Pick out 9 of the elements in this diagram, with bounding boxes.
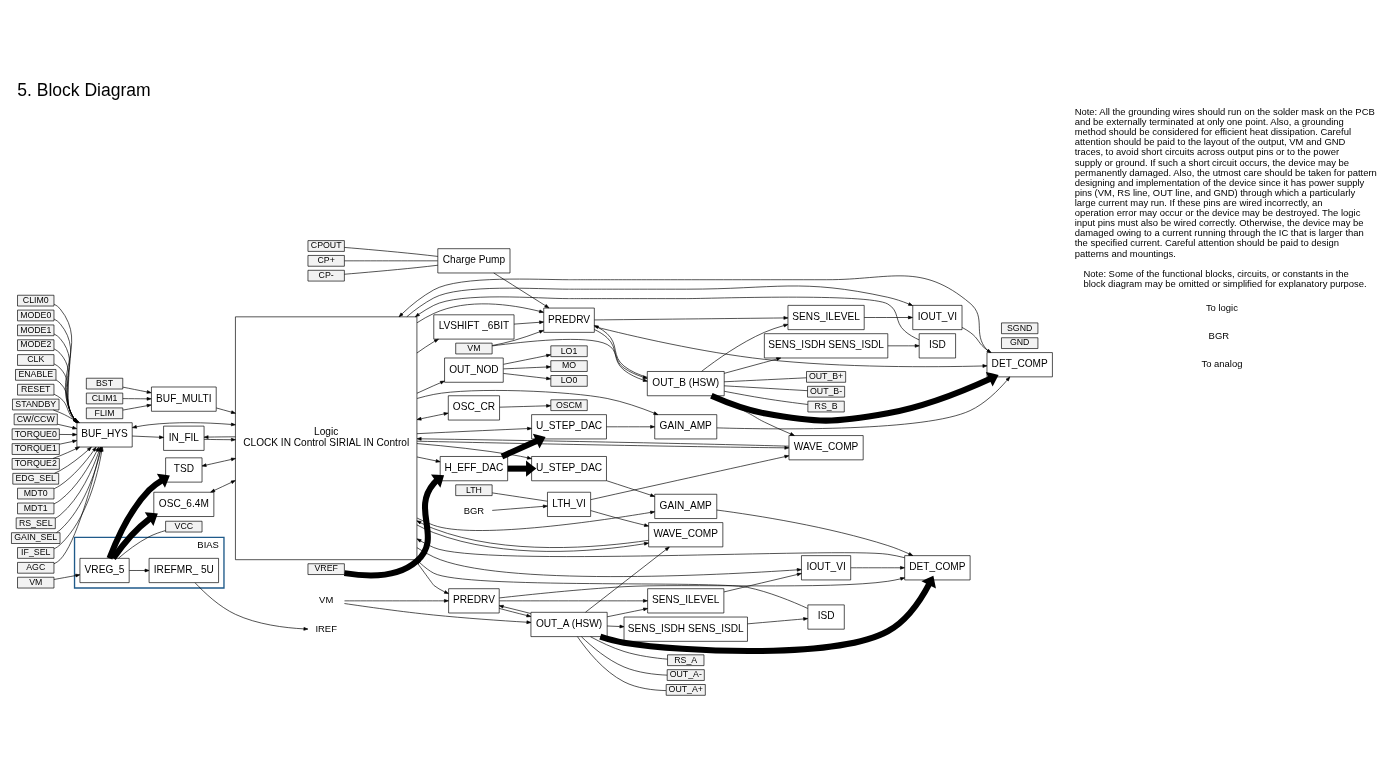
diagram-title: 5. Block Diagram (17, 80, 151, 101)
node-text: BGR (463, 505, 485, 517)
label: To analog (1201, 358, 1243, 370)
label: BGR (1208, 329, 1230, 341)
label: Note: All the grounding wires should run on the solder mask on the PCB and be externally terminated at only one point. Also, a grounding method should be considered for efficient heat dissipation. Careful attention should be paid to the layout of the output, VM and GND traces, to avoid short circuits across output pins or to the power supply or ground. If such a short circuit occurs, the device may be permanently damaged. Also, the utmost care should be taken for pattern designing and implementation of the device since it has power supply pins (VM, RS line, OUT line, and GND) through which a particularly large current may run. If these pins are wired incorrectly, an operation error may occur or the device may be destroyed. The logic input pins must also be wired correctly. Otherwise, the device may be damaged owing to a current running through the IC that is larger than the specified current. Careful attention should be paid to design patterns and mountings. (1074, 105, 1377, 259)
label: To logic (1205, 301, 1238, 313)
node-text: IREF (315, 622, 337, 634)
label: Note: Some of the functional blocks, circuits, or constants in the block diagram may be omitted or simplified for explanatory purpose. (1083, 267, 1367, 289)
node-text: VM (319, 594, 334, 606)
